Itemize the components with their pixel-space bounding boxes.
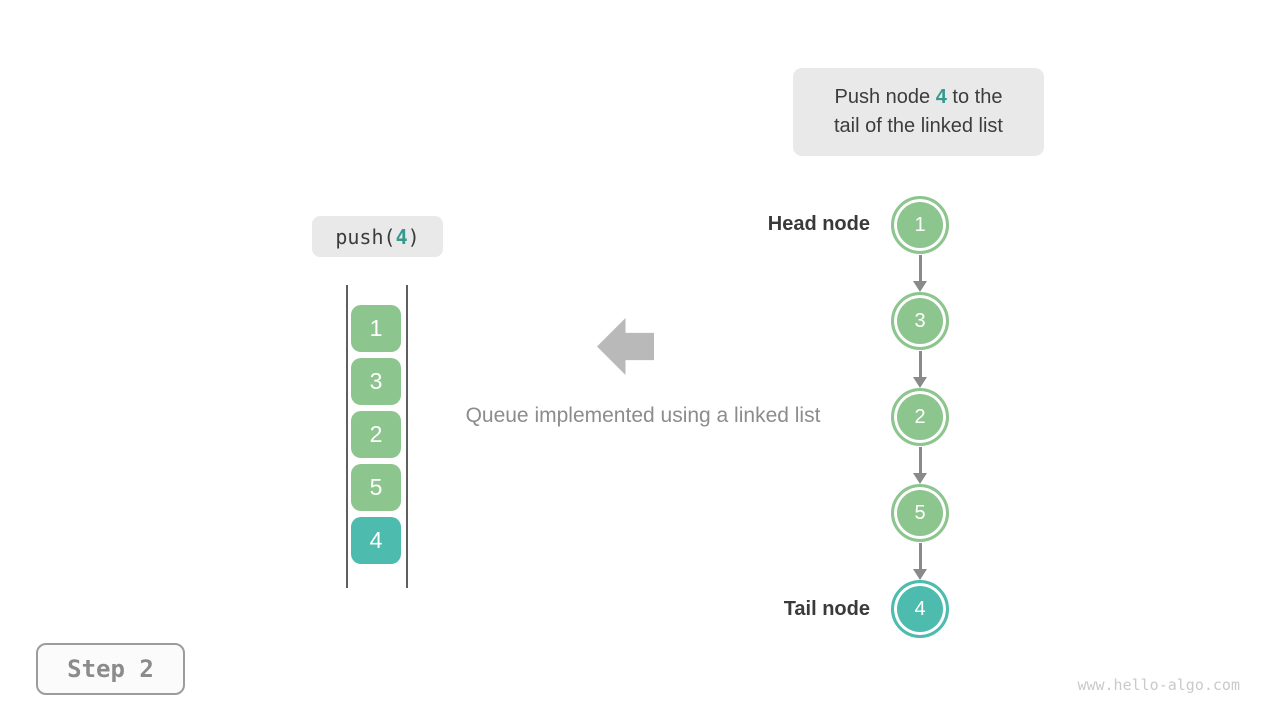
push-operation-label: push(4) xyxy=(312,216,443,257)
callout-text: Push node xyxy=(834,86,936,108)
tail-node-label: Tail node xyxy=(783,598,870,620)
callout-highlight-value: 4 xyxy=(935,86,947,108)
watermark-url: www.hello-algo.com xyxy=(1077,676,1240,694)
list-node-highlighted: 4 xyxy=(891,580,949,638)
queue-container-left-wall xyxy=(346,285,348,588)
push-annotation-callout: Push node 4 to the tail of the linked li… xyxy=(793,68,1044,156)
queue-cell: 1 xyxy=(351,305,401,352)
callout-text: to the xyxy=(946,86,1003,108)
list-node: 1 xyxy=(891,196,949,254)
list-node: 3 xyxy=(891,292,949,350)
queue-container-right-wall xyxy=(406,285,408,588)
callout-line-2: tail of the linked list xyxy=(834,115,1003,137)
head-node-label: Head node xyxy=(767,213,870,235)
diagram-caption: Queue implemented using a linked list xyxy=(465,404,821,427)
callout-line-1: Push node 4 to the xyxy=(835,83,1003,112)
push-code-text: push( xyxy=(335,224,396,249)
push-code-text: ) xyxy=(407,224,420,249)
list-node: 5 xyxy=(891,484,949,542)
list-node: 2 xyxy=(891,388,949,446)
queue-cell: 5 xyxy=(351,464,401,511)
step-badge: Step 2 xyxy=(36,643,185,695)
left-arrow-icon xyxy=(597,318,654,375)
push-arg-value: 4 xyxy=(395,224,408,249)
queue-cell-highlighted: 4 xyxy=(351,517,401,564)
queue-cell: 3 xyxy=(351,358,401,405)
queue-cell: 2 xyxy=(351,411,401,458)
